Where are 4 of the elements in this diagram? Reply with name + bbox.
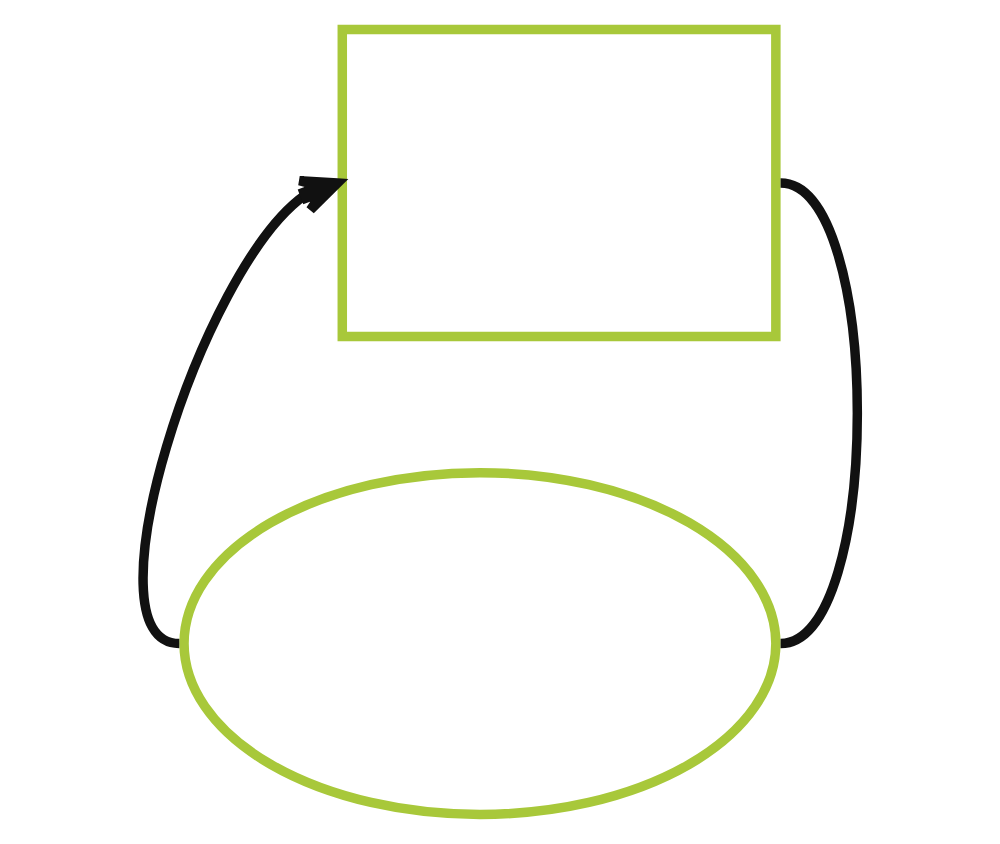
node-cloud bbox=[179, 467, 781, 820]
connector bbox=[778, 178, 862, 648]
node-box bbox=[337, 24, 781, 342]
arrow bbox=[138, 175, 343, 648]
